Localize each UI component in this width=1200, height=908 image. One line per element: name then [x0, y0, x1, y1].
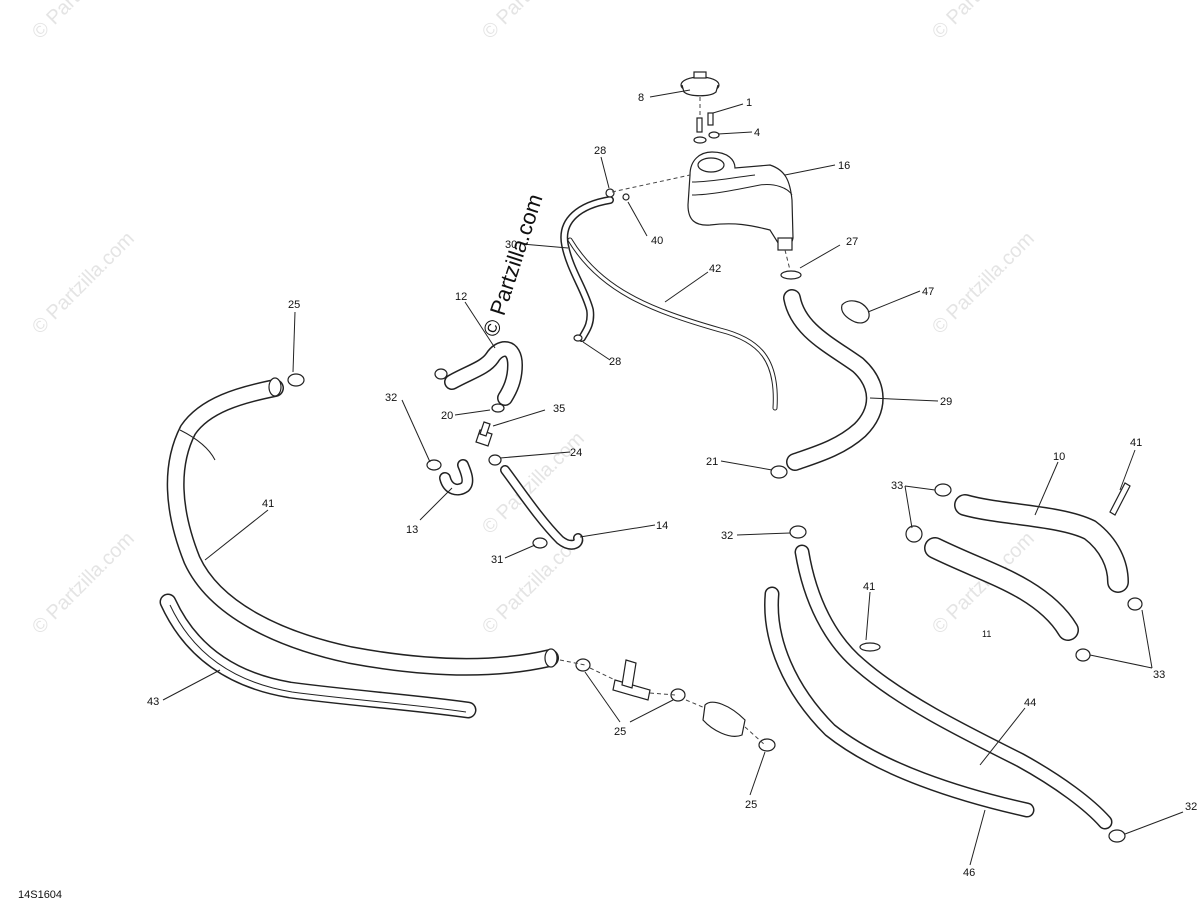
- callout-32: 32: [385, 392, 397, 404]
- callout-41: 41: [863, 581, 875, 593]
- watermark-tile: © Partzilla.com: [478, 0, 589, 44]
- callout-25: 25: [288, 299, 300, 311]
- callout-29: 29: [940, 396, 952, 408]
- assembly-lines: [559, 97, 791, 746]
- callout-44: 44: [1024, 697, 1036, 709]
- callout-43: 43: [147, 696, 159, 708]
- clamps: [287, 188, 1143, 843]
- coolant-reservoir: [687, 151, 794, 251]
- hose-10: [954, 494, 1129, 593]
- callout-1: 1: [746, 97, 752, 109]
- callout-32: 32: [721, 530, 733, 542]
- hose-12: [444, 341, 523, 406]
- callout-33: 33: [891, 480, 903, 492]
- callout-8: 8: [638, 92, 644, 104]
- hose-44: [794, 544, 1113, 830]
- watermark-tile: © Partzilla.com: [928, 0, 1039, 44]
- callout-28: 28: [609, 356, 621, 368]
- watermark-tile: © Partzilla.com: [28, 0, 139, 44]
- callout-14: 14: [656, 520, 668, 532]
- callout-41: 41: [262, 498, 274, 510]
- callout-47: 47: [922, 286, 934, 298]
- callout-32: 32: [1185, 801, 1197, 813]
- watermark-main: © Partzilla.com: [478, 191, 548, 340]
- callout-20: 20: [441, 410, 453, 422]
- callout-46: 46: [963, 867, 975, 879]
- watermark-tile: © Partzilla.com: [28, 528, 139, 639]
- watermark-tile: © Partzilla.com: [28, 228, 139, 339]
- callout-12: 12: [455, 291, 467, 303]
- callout-33: 33: [1153, 669, 1165, 681]
- callout-25: 25: [614, 726, 626, 738]
- hose-41-long: [166, 377, 559, 676]
- callout-24: 24: [570, 447, 582, 459]
- bolt-parts: [693, 112, 720, 144]
- callout-21: 21: [706, 456, 718, 468]
- tee-fitting-small: [475, 421, 493, 447]
- callouts: 8 1 4 28 16 40 30 27 42 47 25 12 28 32 2…: [147, 92, 1197, 879]
- callout-41: 41: [1130, 437, 1142, 449]
- callout-40: 40: [651, 235, 663, 247]
- hose-29: [783, 289, 884, 471]
- callout-25: 25: [745, 799, 757, 811]
- callout-31: 31: [491, 554, 503, 566]
- hose-14: [500, 465, 584, 550]
- callout-27: 27: [846, 236, 858, 248]
- hose-43: [159, 593, 477, 719]
- watermark-tile: © Partzilla.com: [478, 428, 589, 539]
- callout-28: 28: [594, 145, 606, 157]
- callout-13: 13: [406, 524, 418, 536]
- callout-35: 35: [553, 403, 565, 415]
- leader-lines: [162, 89, 1184, 866]
- reservoir-cap: [680, 71, 720, 97]
- callout-4: 4: [754, 127, 760, 139]
- callout-42: 42: [709, 263, 721, 275]
- callout-10: 10: [1053, 451, 1065, 463]
- hose-30: [560, 196, 614, 342]
- diagram-code: 14S1604: [18, 889, 62, 901]
- callout-30: 30: [505, 239, 517, 251]
- hose-13: [439, 459, 474, 496]
- hose-42: [567, 237, 778, 411]
- hose-46: [764, 586, 1035, 818]
- tee-fitting-center: [612, 659, 746, 737]
- callout-11: 11: [982, 629, 991, 639]
- callout-16: 16: [838, 160, 850, 172]
- watermark-tile: © Partzilla.com: [928, 228, 1039, 339]
- hose-11: [924, 537, 1079, 641]
